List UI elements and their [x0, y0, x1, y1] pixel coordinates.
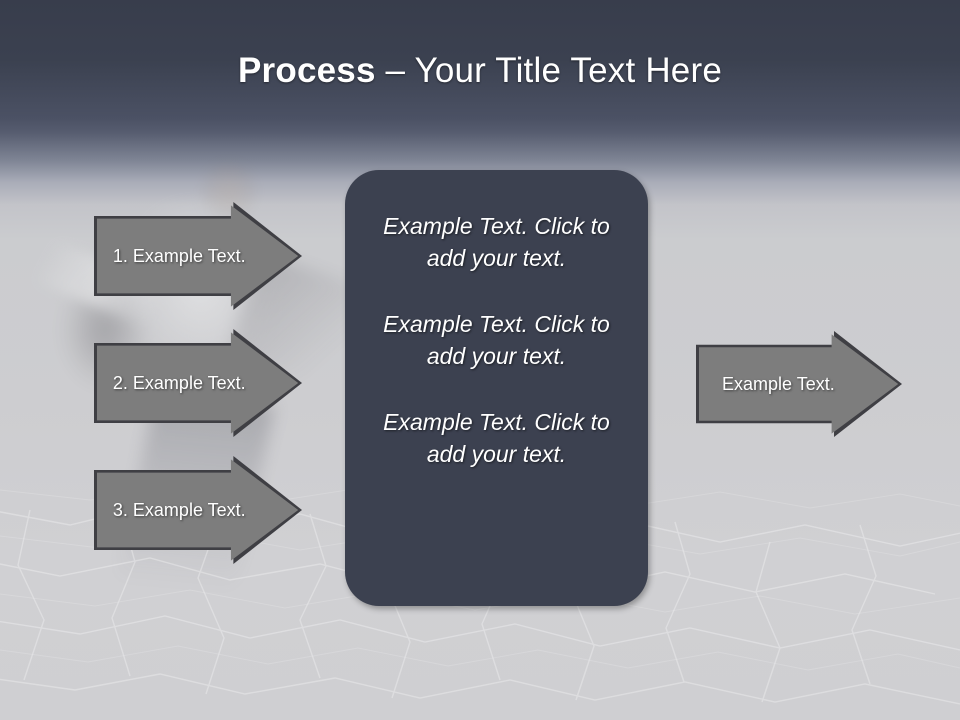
page-title-rest: – Your Title Text Here [375, 51, 722, 90]
page-title-bold: Process [238, 51, 376, 90]
input-arrow-2-label: 2. Example Text. [112, 372, 246, 393]
output-arrow-label: Example Text. [722, 373, 835, 394]
page-title: Process – Your Title Text Here [0, 50, 960, 92]
input-arrow-3[interactable]: 3. Example Text. [94, 456, 302, 564]
input-arrow-1-label: 1. Example Text. [112, 245, 246, 266]
input-arrow-3-label: 3. Example Text. [112, 499, 246, 520]
input-arrow-1[interactable]: 1. Example Text. [94, 202, 302, 310]
center-content-panel[interactable]: Example Text. Click to add your text. Ex… [345, 170, 648, 606]
input-arrow-2[interactable]: 2. Example Text. [94, 329, 302, 437]
output-arrow[interactable]: Example Text. [696, 331, 902, 437]
panel-text-block-1[interactable]: Example Text. Click to add your text. [383, 213, 610, 271]
panel-text-block-2[interactable]: Example Text. Click to add your text. [383, 311, 610, 369]
panel-text-block-3[interactable]: Example Text. Click to add your text. [383, 409, 610, 467]
